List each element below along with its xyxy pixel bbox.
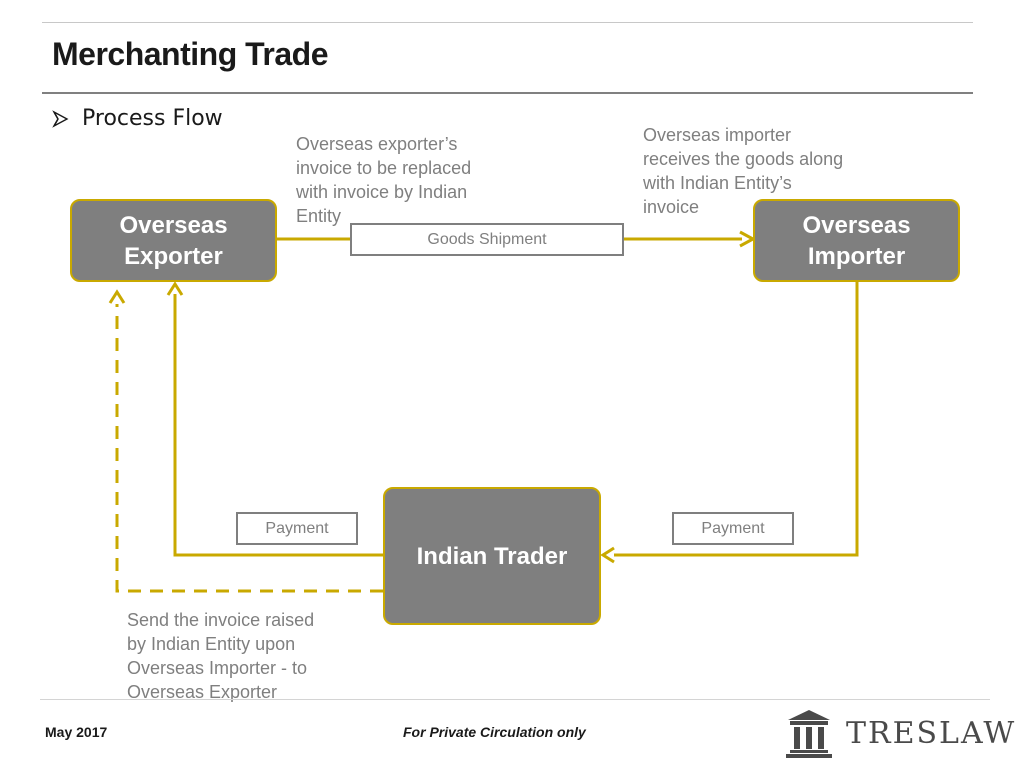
logo-wordmark: TRESLAW [846,715,1017,751]
top-rule [42,22,973,23]
label-payment-to-exporter: Payment [236,512,358,545]
connector-invoice-dashed [115,304,383,593]
bullet-label: Process Flow [82,106,223,131]
node-overseas-importer: Overseas Importer [753,199,960,282]
note-importer-receives: Overseas importer receives the goods alo… [643,125,844,217]
footer-rule [40,699,990,700]
arrowhead-payment-importer [600,546,615,564]
footer-date: May 2017 [45,724,108,740]
node-overseas-exporter: Overseas Exporter [70,199,277,282]
slide-title: Merchanting Trade [52,36,329,72]
arrowhead-invoice [108,289,126,304]
note-send-invoice: Send the invoice raised by Indian Entity… [127,610,315,702]
arrowhead-payment-exporter [166,281,184,296]
connector-payment-importer [614,282,859,557]
label-goods-shipment: Goods Shipment [350,223,624,256]
pillar-building-icon [786,710,832,758]
label-payment-from-importer: Payment [672,512,794,545]
node-indian-trader: Indian Trader [383,487,601,625]
treslaw-logo: TRESLAW [782,706,1016,760]
arrow-bullet-icon [52,109,69,128]
footer-notice: For Private Circulation only [403,724,586,740]
title-underline [42,92,973,94]
note-invoice-replaced: Overseas exporter’s invoice to be replac… [296,134,472,226]
connector-payment-exporter [173,294,383,557]
process-flow-heading: Process Flow [50,106,223,131]
